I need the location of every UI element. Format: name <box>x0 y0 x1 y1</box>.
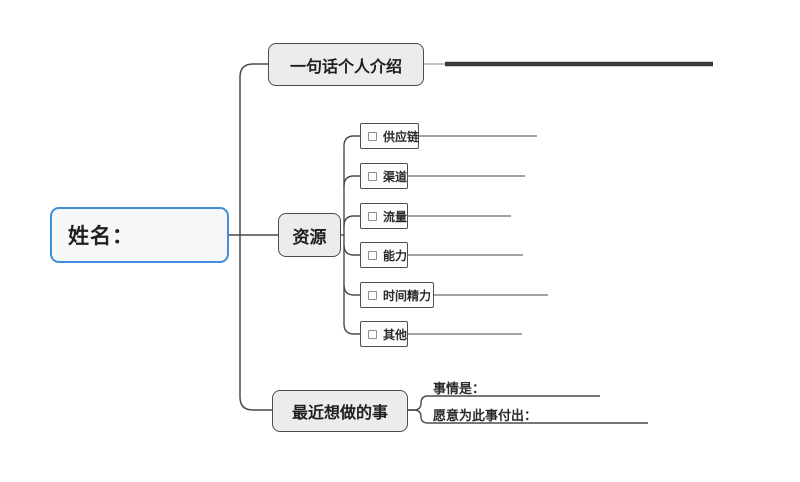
connector-child-traffic <box>343 215 360 227</box>
connector-child-ability <box>343 244 360 256</box>
child-node-time-energy-label: 时间精力 <box>383 288 432 303</box>
connector-root-intro <box>239 63 268 235</box>
root-node-name[interactable]: 姓名： <box>50 207 229 263</box>
leaf-node-thing[interactable]: 事情是： <box>433 378 485 397</box>
leaf-node-willing[interactable]: 愿意为此事付出： <box>433 405 537 424</box>
branch-node-intro[interactable]: 一句话个人介绍 <box>268 43 424 86</box>
connector-root-recent <box>239 235 272 411</box>
root-node-label: 姓名： <box>68 225 134 248</box>
connector-child-other <box>343 323 360 335</box>
child-node-other[interactable]: 其他 <box>360 321 408 347</box>
connector-child-channel <box>343 175 360 187</box>
branch-node-recent-label: 最近想做的事 <box>291 405 388 422</box>
child-node-traffic[interactable]: 流量 <box>360 203 408 229</box>
child-node-supply-chain-label: 供应链 <box>383 129 420 144</box>
child-node-ability[interactable]: 能力 <box>360 242 408 268</box>
checkbox-icon[interactable] <box>368 250 377 260</box>
branch-node-intro-label: 一句话个人介绍 <box>289 58 402 76</box>
connector-child-time-energy <box>343 284 360 296</box>
child-node-supply-chain[interactable]: 供应链 <box>360 123 419 149</box>
branch-node-recent[interactable]: 最近想做的事 <box>272 390 408 432</box>
checkbox-icon[interactable] <box>368 211 377 221</box>
child-node-time-energy[interactable]: 时间精力 <box>360 282 434 308</box>
checkbox-icon[interactable] <box>368 171 377 181</box>
checkbox-icon[interactable] <box>368 131 377 141</box>
checkbox-icon[interactable] <box>368 290 377 300</box>
branch-node-resources[interactable]: 资源 <box>278 213 341 257</box>
child-node-channel-label: 渠道 <box>383 169 408 184</box>
connector-child-supply-chain <box>343 135 360 147</box>
checkbox-icon[interactable] <box>368 329 377 339</box>
child-node-other-label: 其他 <box>383 327 408 342</box>
branch-node-resources-label: 资源 <box>292 227 327 247</box>
child-node-traffic-label: 流量 <box>383 209 408 224</box>
leaf-node-willing-label: 愿意为此事付出： <box>433 408 538 423</box>
child-node-channel[interactable]: 渠道 <box>360 163 408 189</box>
leaf-node-thing-label: 事情是： <box>433 381 486 396</box>
child-node-ability-label: 能力 <box>383 248 408 263</box>
connector-leaf-willing-underline <box>408 409 648 424</box>
